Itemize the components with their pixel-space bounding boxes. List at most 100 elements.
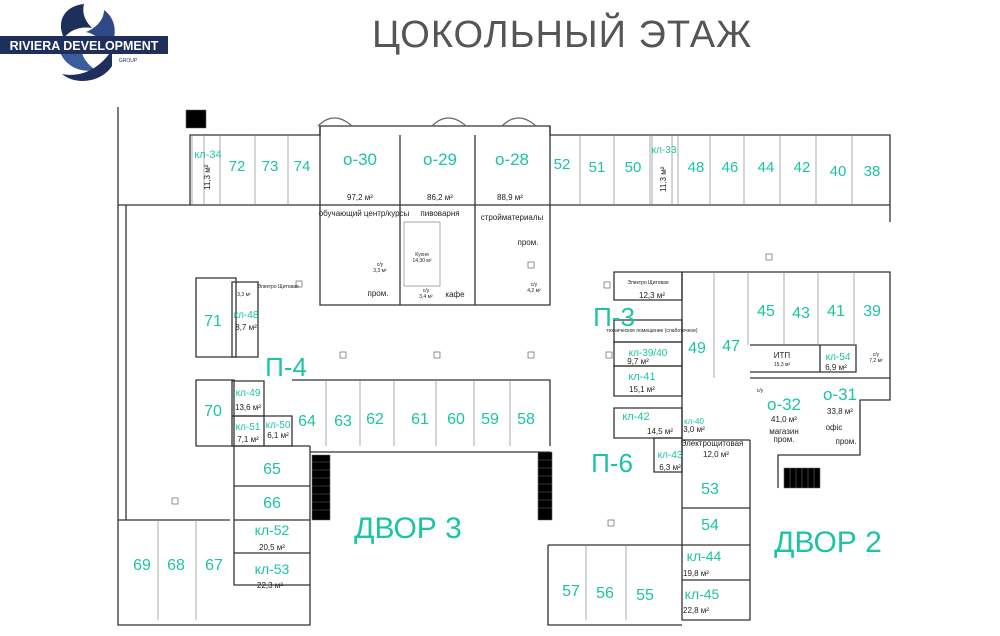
kl50-label: кл-50 [266, 420, 291, 431]
kl34-label: кл-34 [194, 149, 221, 161]
svg-text:стройматериалы: стройматериалы [481, 213, 544, 222]
unit-50: 50 [625, 159, 642, 176]
kl43-label: кл-43 [658, 450, 683, 461]
yard-3-label: ДВОР 3 [354, 512, 462, 545]
yard-2-label: ДВОР 2 [774, 526, 882, 559]
unit-61: 61 [411, 411, 429, 428]
svg-text:обучающий центр/курсы: обучающий центр/курсы [319, 209, 410, 218]
kl52-area: 20,5 м² [259, 543, 285, 552]
electro-bottom-area: 12,0 м² [703, 450, 729, 459]
electro-left: Электро Щитовая [257, 284, 298, 290]
svg-text:кафе: кафе [445, 290, 465, 299]
columns [171, 253, 773, 527]
walls [117, 107, 891, 626]
svg-text:о-32: о-32 [767, 395, 801, 414]
svg-text:магазин: магазин [769, 427, 799, 436]
unit-68: 68 [167, 557, 185, 574]
kl3940-area: 9,7 м² [627, 357, 649, 366]
unit-51: 51 [589, 159, 606, 176]
kl40b-label: кл-40 [684, 417, 704, 426]
itp-area: 15,3 м² [774, 362, 791, 368]
kl45-label: кл-45 [685, 586, 720, 602]
logo-text: RIVIERA DEVELOPMENT [10, 39, 159, 53]
staircases [185, 109, 821, 521]
unit-39: 39 [863, 303, 881, 320]
unit-63: 63 [334, 413, 352, 430]
unit-69: 69 [133, 557, 151, 574]
svg-text:88,9 м²: 88,9 м² [497, 193, 523, 202]
su-o30-label: с/у [377, 262, 384, 268]
kl42-label: кл-42 [622, 411, 649, 423]
unit-48: 48 [688, 159, 705, 176]
electro-bottom: Электрощитовая [681, 439, 744, 448]
stair-p4: П-4 [265, 352, 307, 382]
su-o28-label: с/у [531, 282, 538, 288]
office-o31: о-31 33,8 м² офіс пром. [823, 385, 857, 446]
kl34-area: 11,3 м² [203, 164, 212, 190]
unit-64: 64 [298, 413, 316, 430]
kl41-label: кл-41 [628, 371, 655, 383]
cafe-kitchen-area: 14,30 м² [412, 258, 431, 264]
svg-text:пром.: пром. [518, 238, 539, 247]
kl54-area: 6,9 м² [825, 363, 847, 372]
page-title: ЦОКОЛЬНЫЙ ЭТАЖ [372, 14, 753, 56]
unit-58: 58 [517, 411, 535, 428]
kl49-area: 13,6 м² [235, 403, 261, 412]
unit-53: 53 [701, 481, 719, 498]
su-o28-area: 4,2 м² [527, 288, 541, 294]
kl48-area: 8,7 м² [235, 323, 257, 332]
itp-label: ИТП [774, 351, 791, 360]
kl50-area: 6,1 м² [267, 431, 289, 440]
kl3940-label: кл-39/40 [629, 348, 668, 359]
stair-p3: П-3 [593, 302, 635, 332]
kl44-label: кл-44 [687, 548, 722, 564]
kl51-area: 7,1 м² [237, 435, 259, 444]
tech-room: техническое помещение (слаботочное) [606, 328, 698, 334]
su-o30-area: 3,3 м² [373, 268, 387, 274]
kl54-label: кл-54 [826, 352, 851, 363]
unit-67: 67 [205, 557, 223, 574]
shop-o30: о-30 97,2 м² обучающий центр/курсы пром. [319, 150, 410, 298]
kl40b-area: 3,0 м² [683, 425, 705, 434]
kl53-area: 22,3 м² [257, 581, 283, 590]
electro-right-area: 12,3 м² [639, 291, 665, 300]
unit-74: 74 [294, 158, 311, 175]
kl52-label: кл-52 [255, 522, 290, 538]
svg-text:33,8 м²: 33,8 м² [827, 407, 853, 416]
svg-text:86,2 м²: 86,2 м² [427, 193, 453, 202]
kl53-label: кл-53 [255, 561, 290, 577]
su-o31-label: с/у [873, 352, 880, 358]
unit-56: 56 [596, 585, 614, 602]
unit-52: 52 [554, 156, 571, 173]
kl51-label: кл-51 [236, 422, 261, 433]
unit-54: 54 [701, 517, 719, 534]
svg-text:о-28: о-28 [495, 150, 529, 169]
shop-o28: о-28 88,9 м² стройматериалы пром. [481, 150, 544, 247]
unit-60: 60 [447, 411, 465, 428]
svg-text:пром.: пром. [368, 289, 389, 298]
kl33-area: 11,3 м² [659, 166, 668, 192]
svg-text:пром.: пром. [774, 435, 795, 444]
kl49-label: кл-49 [236, 388, 261, 399]
unit-41: 41 [827, 303, 845, 320]
kl44-area: 19,8 м² [683, 569, 709, 578]
su-o32-label: с/у [757, 388, 764, 394]
unit-47: 47 [722, 338, 740, 355]
su-o31-area: 7,2 м² [869, 358, 883, 364]
svg-text:о-31: о-31 [823, 385, 857, 404]
unit-40: 40 [830, 163, 847, 180]
svg-text:офіс: офіс [826, 423, 843, 432]
unit-62: 62 [366, 411, 384, 428]
shop-o29: о-29 86,2 м² пивоварня кафе [420, 150, 465, 299]
unit-43: 43 [792, 305, 810, 322]
su-o29-label: с/у [423, 288, 430, 294]
electro-right: Электро Щитовая [627, 280, 668, 286]
unit-38: 38 [864, 163, 881, 180]
unit-59: 59 [481, 411, 499, 428]
unit-44: 44 [758, 159, 775, 176]
svg-text:пивоварня: пивоварня [420, 209, 459, 218]
partitions [157, 135, 855, 620]
svg-text:о-29: о-29 [423, 150, 457, 169]
unit-55: 55 [636, 587, 654, 604]
